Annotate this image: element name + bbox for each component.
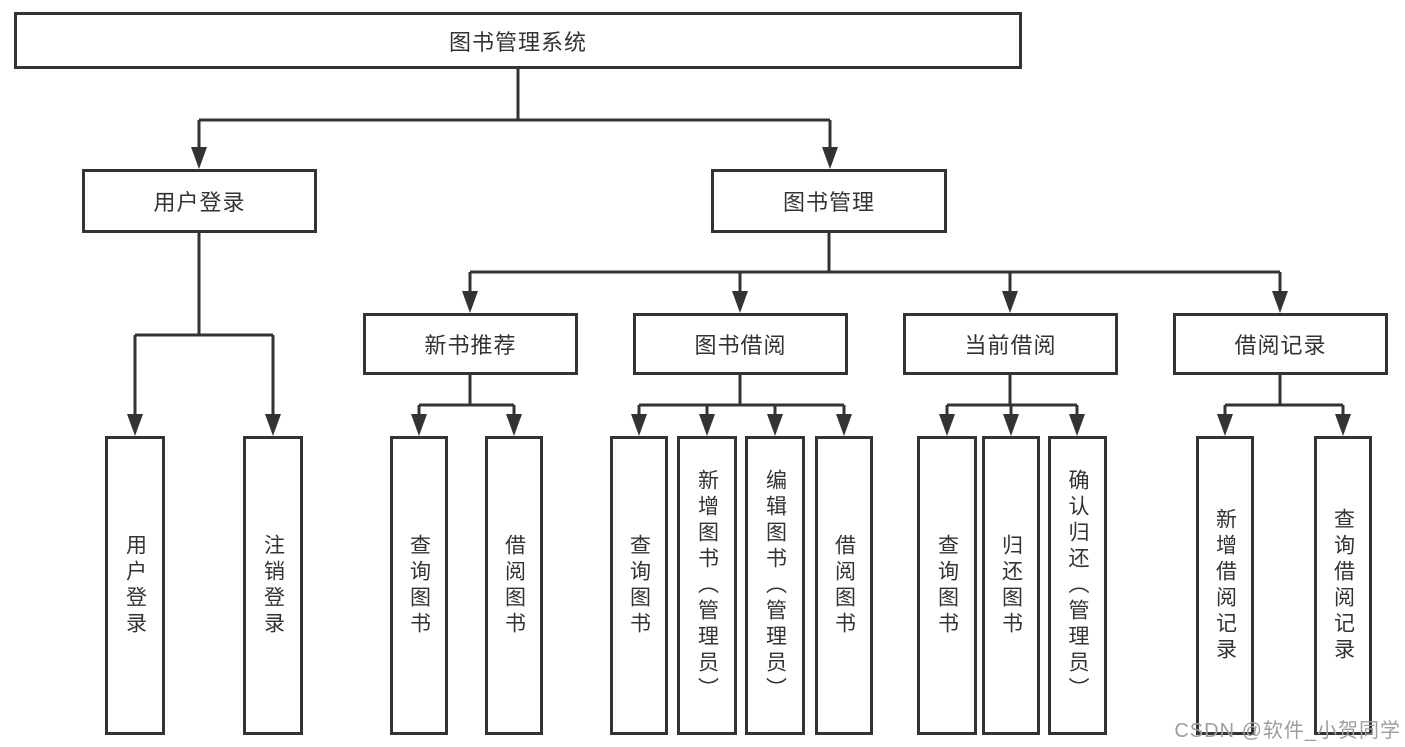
node-leaf-current-confirm-return-admin-label: 确认归还（管理员） bbox=[1066, 468, 1089, 703]
node-leaf-records-add-record-label: 新增借阅记录 bbox=[1213, 507, 1237, 664]
node-leaf-user-login-label: 用户登录 bbox=[123, 533, 147, 638]
node-leaf-logout-label: 注销登录 bbox=[261, 533, 285, 638]
node-leaf-current-return-books-label: 归还图书 bbox=[999, 533, 1023, 638]
node-leaf-records-query-record: 查询借阅记录 bbox=[1314, 436, 1372, 735]
node-book-management: 图书管理 bbox=[711, 169, 947, 233]
node-leaf-borrow-add-books-admin-label: 新增图书（管理员） bbox=[695, 468, 719, 703]
node-current-borrowing-label: 当前借阅 bbox=[964, 333, 1057, 358]
node-leaf-user-login: 用户登录 bbox=[105, 436, 165, 735]
node-leaf-records-add-record: 新增借阅记录 bbox=[1196, 436, 1254, 735]
node-leaf-borrow-edit-books-admin: 编辑图书（管理员） bbox=[745, 436, 805, 735]
node-leaf-borrow-query-books-label: 查询图书 bbox=[627, 533, 651, 638]
node-leaf-newbook-borrow-books: 借阅图书 bbox=[485, 436, 543, 735]
node-leaf-borrow-borrow-books-label: 借阅图书 bbox=[832, 533, 856, 638]
node-leaf-newbook-query-books-label: 查询图书 bbox=[407, 533, 431, 638]
node-book-management-label: 图书管理 bbox=[782, 190, 875, 215]
node-leaf-current-query-books: 查询图书 bbox=[917, 436, 977, 735]
node-leaf-current-confirm-return-admin: 确认归还（管理员） bbox=[1048, 436, 1107, 735]
node-leaf-logout: 注销登录 bbox=[243, 436, 303, 735]
node-borrowing-records: 借阅记录 bbox=[1173, 313, 1388, 375]
node-new-book-recommend-label: 新书推荐 bbox=[424, 333, 517, 358]
node-new-book-recommend: 新书推荐 bbox=[363, 313, 578, 375]
node-leaf-newbook-query-books: 查询图书 bbox=[390, 436, 448, 735]
node-book-borrowing: 图书借阅 bbox=[633, 313, 848, 375]
node-leaf-borrow-borrow-books: 借阅图书 bbox=[815, 436, 873, 735]
node-borrowing-records-label: 借阅记录 bbox=[1234, 333, 1327, 358]
node-book-borrowing-label: 图书借阅 bbox=[694, 333, 787, 358]
node-leaf-borrow-query-books: 查询图书 bbox=[610, 436, 668, 735]
node-root-label: 图书管理系统 bbox=[448, 29, 587, 55]
node-user-login-label: 用户登录 bbox=[153, 190, 246, 215]
node-leaf-current-return-books: 归还图书 bbox=[982, 436, 1040, 735]
node-leaf-current-query-books-label: 查询图书 bbox=[935, 533, 959, 638]
node-current-borrowing: 当前借阅 bbox=[903, 313, 1118, 375]
node-leaf-newbook-borrow-books-label: 借阅图书 bbox=[502, 533, 526, 638]
node-leaf-borrow-edit-books-admin-label: 编辑图书（管理员） bbox=[763, 468, 787, 703]
node-user-login: 用户登录 bbox=[82, 169, 317, 233]
csdn-watermark: CSDN @软件_小贺同学 bbox=[1174, 720, 1401, 742]
node-leaf-borrow-add-books-admin: 新增图书（管理员） bbox=[677, 436, 737, 735]
node-root-system: 图书管理系统 bbox=[14, 12, 1022, 69]
node-leaf-records-query-record-label: 查询借阅记录 bbox=[1331, 507, 1355, 664]
